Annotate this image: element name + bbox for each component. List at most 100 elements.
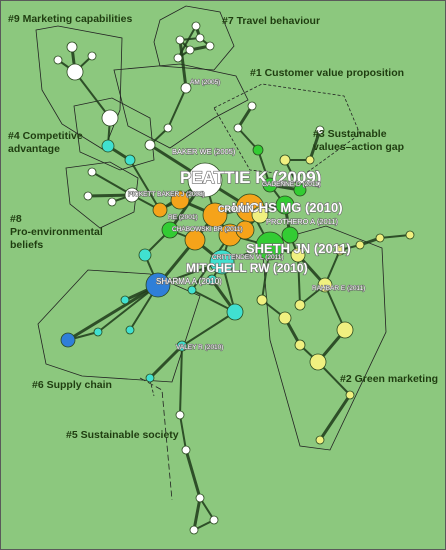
network-node (124, 154, 136, 166)
cluster-label-values-action-gap-line1: #3 Sustainable (313, 128, 387, 140)
cluster-label-travel-behaviour: #7 Travel behaviour (222, 15, 320, 27)
network-node (262, 177, 278, 193)
network-node (336, 321, 354, 339)
network-node (120, 295, 130, 305)
network-node (163, 123, 173, 133)
cluster-label-marketing-capabilities: #9 Marketing capabilities (8, 13, 132, 25)
network-node (405, 230, 415, 240)
network-node (315, 435, 325, 445)
network-node (175, 410, 185, 420)
network-node (290, 247, 306, 263)
node-label-re: RE (2001) (168, 214, 198, 221)
network-node (247, 101, 257, 111)
node-label-cronin: CRONIN (218, 204, 254, 214)
network-node (138, 248, 152, 262)
network-node (375, 233, 385, 243)
network-node (334, 244, 346, 256)
network-node (53, 55, 63, 65)
network-node (176, 340, 188, 352)
network-node (279, 154, 291, 166)
network-node (170, 190, 190, 210)
cluster-label-competitive-advantage-line1: #4 Competitive (8, 130, 83, 142)
network-node (294, 339, 306, 351)
network-edge (184, 448, 202, 500)
node-labels: PEATTIE K (2009) LUCHS MG (2010) SHETH J… (127, 78, 366, 351)
network-node (209, 515, 219, 525)
node-label-sheth: SHETH JN (2011) (246, 241, 351, 256)
network-node (181, 445, 191, 455)
network-node (202, 202, 228, 228)
network-node (251, 206, 269, 224)
node-label-peattie: PEATTIE K (2009) (180, 168, 321, 187)
node-label-chabowski: CHABOWSKI BR (2011) (172, 226, 243, 233)
node-label-crittenden: CRITTENDEN VL (2011) (212, 254, 284, 261)
network-edge (129, 159, 161, 211)
network-node (206, 274, 218, 286)
node-label-mitchell: MITCHELL RW (2010) (186, 261, 308, 275)
network-node (83, 191, 93, 201)
network-edge (179, 345, 183, 416)
network-node (294, 299, 306, 311)
cluster-label-pro-environmental-line2: Pro-environmental (10, 226, 103, 238)
network-node (255, 231, 285, 261)
network-node (191, 21, 201, 31)
network-node (278, 311, 292, 325)
network-node (66, 63, 84, 81)
network-node (293, 183, 307, 197)
network-node (195, 493, 205, 503)
network-edge (192, 496, 202, 532)
cluster-label-customer-value-proposition: #1 Customer value proposition (250, 67, 404, 79)
network-node (345, 390, 355, 400)
network-node (93, 327, 103, 337)
network-edge (308, 128, 322, 162)
network-node (275, 195, 295, 215)
network-node (281, 226, 299, 244)
cluster-label-sustainable-society: #5 Sustainable society (66, 429, 179, 441)
network-node (145, 373, 155, 383)
network-node (209, 249, 235, 275)
network-node (101, 139, 115, 153)
network-edge (318, 393, 352, 442)
cluster-label-values-action-gap-line2: values–action gap (313, 141, 404, 153)
node-label-top: AM (2005) (190, 79, 220, 86)
network-edge (179, 414, 187, 451)
network-node (235, 220, 255, 240)
network-node (233, 123, 243, 133)
network-node (309, 353, 327, 371)
network-node (175, 35, 185, 45)
network-edge (148, 344, 184, 380)
network-node (189, 525, 199, 535)
network-node (101, 109, 119, 127)
network-node (195, 33, 205, 43)
network-node (185, 45, 195, 55)
network-edge (66, 283, 160, 342)
network-node (252, 144, 264, 156)
cluster-label-supply-chain: #6 Supply chain (32, 379, 112, 391)
network-node (173, 53, 183, 63)
cluster-labels: #9 Marketing capabilities #7 Travel beha… (8, 13, 438, 441)
network-node (145, 272, 171, 298)
network-node (124, 187, 140, 203)
network-edge (177, 25, 197, 59)
network-edge (379, 234, 411, 239)
network-node (161, 221, 179, 239)
node-label-gadenne: GADENNE D (2011) (262, 181, 321, 188)
network-edge (297, 254, 301, 306)
network-node (187, 162, 223, 198)
network-node (87, 51, 97, 61)
network-edge (181, 311, 236, 347)
network-edge (74, 71, 111, 119)
network-node (60, 332, 76, 348)
node-label-luchs: LUCHS MG (2010) (232, 200, 343, 215)
network-node (187, 285, 197, 295)
network-node (144, 139, 156, 151)
network-node (180, 82, 192, 94)
network-edge (97, 284, 159, 333)
network-node (184, 229, 206, 251)
network-node (205, 41, 215, 51)
cluster-outlines (35, 5, 387, 501)
network-node (87, 167, 97, 177)
